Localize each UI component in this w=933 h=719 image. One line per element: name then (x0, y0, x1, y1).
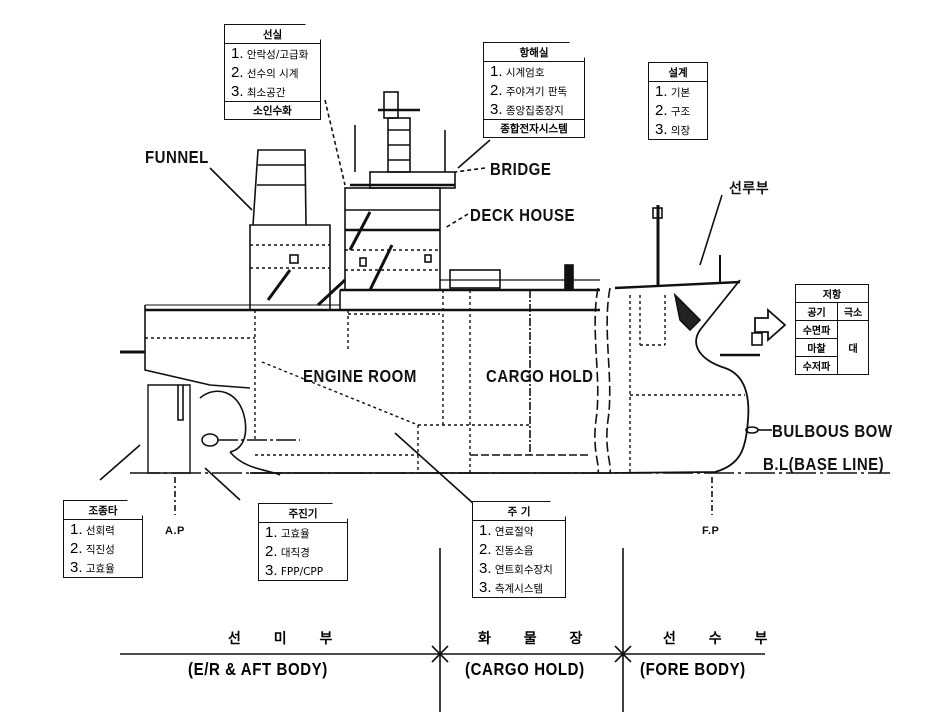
box-item: 1. 고효율 (265, 524, 310, 541)
box-item: 3. 의장 (655, 121, 691, 138)
bow-outline (609, 279, 750, 474)
box-title: 선실 (225, 25, 320, 44)
section-cargo-english: (CARGO HOLD) (465, 660, 585, 680)
box-title: 조종타 (64, 501, 142, 520)
bulbous-bow-label: BULBOUS BOW (772, 422, 893, 442)
accommodation-box: 선실 1. 안락성/고급화 2. 선수의 시계 3. 최소공간 소인수화 (224, 23, 322, 120)
leader-lines (99, 99, 787, 515)
box-title: 설계 (649, 63, 707, 82)
main-engine-box: 주 기 1. 연료절약 2. 진동소음 3. 연트회수장치 3. 측계시스템 (472, 500, 567, 598)
fp-label: F.P (702, 525, 720, 537)
resistance-air: 공기 (794, 302, 839, 321)
design-box: 설계 1. 기본 2. 구조 3. 의장 (648, 62, 708, 140)
box-item: 1. 안락성/고급화 (231, 45, 309, 62)
box-item: 3. FPP/CPP (265, 562, 324, 579)
propulsion-box: 주진기 1. 고효율 2. 대직경 3. FPP/CPP (258, 502, 349, 581)
funnel-label: FUNNEL (145, 148, 209, 168)
stern-frame (199, 390, 247, 453)
funnel (252, 149, 307, 226)
box-item: 2. 선수의 시계 (231, 64, 299, 81)
base-line-label: B.L(BASE LINE) (763, 455, 885, 475)
ap-label: A.P (165, 525, 185, 537)
box-title: 주 기 (473, 502, 565, 521)
bow-part-label: 선루부 (729, 180, 770, 196)
section-fore-english: (FORE BODY) (640, 660, 746, 680)
stern-outline (144, 305, 251, 389)
section-dimension-line (120, 548, 765, 712)
box-title: 항해실 (484, 43, 584, 62)
box-footer: 소인수화 (225, 101, 320, 119)
rudder (147, 384, 191, 474)
resistance-air-value: 극소 (837, 302, 869, 321)
deck-house-label: DECK HOUSE (470, 206, 576, 226)
box-item: 3. 측계시스템 (479, 579, 544, 596)
box-item: 3. 연트회수장치 (479, 560, 553, 577)
box-item: 1. 시계엄호 (490, 63, 545, 80)
bridge-deck (369, 171, 456, 189)
box-item: 2. 구조 (655, 102, 691, 119)
resistance-row: 마찰 (794, 338, 839, 357)
resistance-merged-value: 대 (837, 320, 869, 375)
box-item: 3. 최소공간 (231, 83, 286, 100)
box-item: 3. 고효율 (70, 559, 115, 576)
box-title: 주진기 (259, 504, 347, 523)
box-item: 2. 대직경 (265, 543, 310, 560)
section-aft-korean: 선 미 부 (228, 631, 347, 647)
box-item: 2. 직진성 (70, 540, 115, 557)
propeller-boss (201, 433, 219, 447)
box-item: 1. 기본 (655, 83, 691, 100)
direction-arrow (754, 308, 787, 342)
box-item: 3. 종앙집중장지 (490, 101, 564, 118)
wheelhouse-box: 항해실 1. 시계엄호 2. 주야겨기 판독 3. 종앙집중장지 종합전자시스템 (483, 41, 586, 138)
cargo-hold-label: CARGO HOLD (486, 367, 594, 387)
box-item: 2. 진동소음 (479, 541, 534, 558)
section-fore-korean: 선 수 부 (663, 631, 782, 647)
engine-room-label: ENGINE ROOM (303, 367, 417, 387)
section-cargo-korean: 화 물 장 (478, 631, 597, 647)
rudder-box: 조종타 1. 선회력 2. 직진성 3. 고효율 (63, 499, 144, 578)
box-title: 저항 (795, 284, 869, 303)
resistance-row: 수저파 (794, 356, 839, 375)
box-item: 2. 주야겨기 판독 (490, 82, 568, 99)
box-item: 1. 연료절약 (479, 522, 534, 539)
section-aft-english: (E/R & AFT BODY) (188, 660, 328, 680)
box-item: 1. 선회력 (70, 521, 115, 538)
deck-house (344, 187, 441, 291)
anchor (673, 292, 702, 332)
resistance-row: 수면파 (794, 320, 839, 339)
bridge-label: BRIDGE (490, 160, 552, 180)
box-footer: 종합전자시스템 (484, 119, 584, 137)
